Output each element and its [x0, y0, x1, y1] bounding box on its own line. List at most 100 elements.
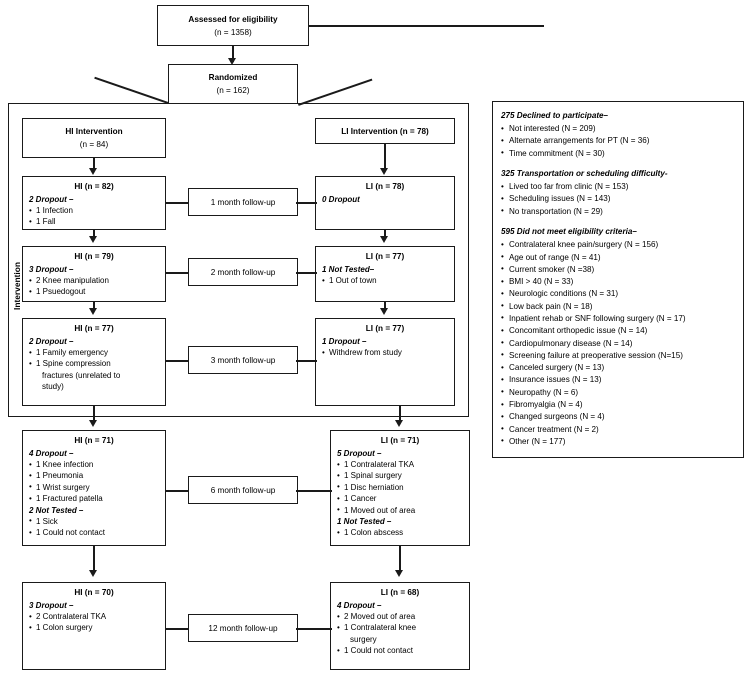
list-item: 1 Spinal surgery	[337, 470, 463, 482]
followup-3-label: 3 month follow-up	[210, 355, 276, 365]
hi-stage-3-title: HI (n = 77)	[74, 324, 114, 333]
list-item-continuation: surgery	[350, 634, 377, 644]
followup-box-5: 12 month follow-up	[188, 614, 298, 642]
list-item: 1 Colon abscess	[337, 527, 463, 539]
connector-hi-4-5	[93, 546, 95, 572]
list-item: Contralateral knee pain/surgery (N = 156…	[501, 239, 736, 252]
link-followup-3-to-li	[296, 360, 317, 362]
connector-li-4-5	[399, 546, 401, 572]
hi-stage-box-3: HI (n = 77) 2 Dropout – 1 Family emergen…	[22, 318, 166, 406]
intervention-vertical-label: Intervention	[12, 262, 22, 310]
connector-assessed-to-randomized	[232, 46, 234, 62]
list-item: Canceled surgery (N = 13)	[501, 362, 736, 375]
hi-stage-4-group-0-heading: 4 Dropout –	[29, 448, 74, 458]
hi-stage-2-title: HI (n = 79)	[74, 252, 114, 261]
hi-stage-4-group-1-heading: 2 Not Tested –	[29, 505, 84, 515]
arrow-hi-header-to-stage1	[89, 168, 97, 175]
list-item: 1 Fall	[29, 216, 159, 228]
exclusion-group-1-list: Lived too far from clinic (N = 153) Sche…	[501, 181, 736, 218]
list-item: 1 Infection	[29, 205, 159, 217]
connector-randomized-to-hi	[94, 77, 169, 104]
list-item: Other (N = 177)	[501, 435, 736, 448]
list-item: Low back pain (N = 18)	[501, 300, 736, 313]
followup-box-2: 2 month follow-up	[188, 258, 298, 286]
exclusion-divider-1	[501, 218, 736, 226]
list-item: Fibromyalgia (N = 4)	[501, 399, 736, 412]
list-item: 1 Pneumonia	[29, 470, 159, 482]
list-item: 1 Could not contact	[29, 527, 159, 539]
list-item: 2 Knee manipulation	[29, 275, 159, 287]
list-item: 1 Moved out of area	[337, 504, 463, 516]
hi-stage-box-1: HI (n = 82) 2 Dropout – 1 Infection 1 Fa…	[22, 176, 166, 230]
list-item: Concomitant orthopedic issue (N = 14)	[501, 325, 736, 338]
list-item: Current smoker (N =38)	[501, 263, 736, 276]
li-stage-box-1: LI (n = 78) 0 Dropout	[315, 176, 455, 230]
arrow-hi-1-2	[89, 236, 97, 243]
followup-5-label: 12 month follow-up	[208, 623, 278, 633]
list-item: Not interested (N = 209)	[501, 123, 736, 136]
list-item: Scheduling issues (N = 143)	[501, 193, 736, 206]
arrow-li-2-3	[380, 308, 388, 315]
link-followup-5-to-li	[296, 628, 332, 630]
li-stage-4-group-1-list: 1 Colon abscess	[337, 527, 463, 539]
list-item: Neuropathy (N = 6)	[501, 386, 736, 399]
list-item: Screening failure at preoperative sessio…	[501, 349, 736, 362]
li-stage-1-group-0-heading: 0 Dropout	[322, 194, 360, 204]
li-stage-4-group-0-heading: 5 Dropout –	[337, 448, 382, 458]
connector-assessed-to-exclusions	[309, 25, 544, 27]
arrow-hi-4-5	[89, 570, 97, 577]
assessed-for-eligibility-box: Assessed for eligibility (n = 1358)	[157, 5, 309, 46]
list-item: 1 Cancer	[337, 493, 463, 505]
assessed-title: Assessed for eligibility	[188, 15, 278, 24]
list-item: 2 Contralateral TKA	[29, 611, 159, 623]
link-followup-2-to-li	[296, 272, 317, 274]
link-hi-to-followup-4	[166, 490, 190, 492]
hi-stage-5-group-0-heading: 3 Dropout –	[29, 600, 74, 610]
assessed-count: (n = 1358)	[214, 27, 252, 37]
list-item: No transportation (N = 29)	[501, 205, 736, 218]
hi-stage-box-2: HI (n = 79) 3 Dropout – 2 Knee manipulat…	[22, 246, 166, 302]
list-item: Withdrew from study	[322, 347, 448, 359]
li-stage-4-group-1-heading: 1 Not Tested –	[337, 516, 392, 526]
connector-li-1-2	[384, 230, 386, 239]
link-hi-to-followup-1	[166, 202, 190, 204]
exclusion-group-0-heading: 275 Declined to participate–	[501, 111, 609, 120]
list-item: 1 Contralateral TKA	[337, 459, 463, 471]
list-item: Cancer treatment (N = 2)	[501, 423, 736, 436]
li-stage-3-group-0-list: Withdrew from study	[322, 347, 448, 359]
arrow-li-header-to-stage1	[380, 168, 388, 175]
list-item: Alternate arrangements for PT (N = 36)	[501, 135, 736, 148]
li-stage-4-group-0-list: 1 Contralateral TKA 1 Spinal surgery 1 D…	[337, 459, 463, 516]
li-stage-5-title: LI (n = 68)	[380, 588, 420, 597]
hi-intervention-header-box: HI Intervention (n = 84)	[22, 118, 166, 158]
hi-stage-1-group-0-heading: 2 Dropout –	[29, 194, 74, 204]
arrow-li-3-4	[395, 420, 403, 427]
connector-li-2-3	[384, 302, 386, 311]
hi-stage-4-title: HI (n = 71)	[74, 436, 114, 445]
hi-header-count: (n = 84)	[79, 139, 109, 149]
li-stage-2-title: LI (n = 77)	[365, 252, 405, 261]
followup-box-3: 3 month follow-up	[188, 346, 298, 374]
hi-stage-box-5: HI (n = 70) 3 Dropout – 2 Contralateral …	[22, 582, 166, 670]
list-item: 1 Psuedogout	[29, 286, 159, 298]
list-item: 1 Sick	[29, 515, 159, 527]
exclusion-group-2-heading: 595 Did not meet eligibility criteria–	[501, 227, 637, 237]
li-stage-3-title: LI (n = 77)	[365, 324, 405, 333]
hi-stage-2-group-0-list: 2 Knee manipulation 1 Psuedogout	[29, 275, 159, 298]
connector-hi-2-3	[93, 302, 95, 311]
li-stage-3-group-0-heading: 1 Dropout –	[322, 336, 367, 346]
list-item: 1 Could not contact	[337, 645, 463, 657]
li-header-title: LI Intervention (n = 78)	[341, 127, 429, 136]
list-item: Inpatient rehab or SNF following surgery…	[501, 312, 736, 325]
randomized-title: Randomized	[208, 73, 258, 82]
connector-li-3-4	[399, 406, 401, 422]
li-stage-box-2: LI (n = 77) 1 Not Tested– 1 Out of town	[315, 246, 455, 302]
hi-stage-5-group-0-list: 2 Contralateral TKA 1 Colon surgery	[29, 611, 159, 634]
li-stage-2-group-0-list: 1 Out of town	[322, 275, 448, 287]
exclusion-group-2-list: Contralateral knee pain/surgery (N = 156…	[501, 239, 736, 448]
connector-hi-1-2	[93, 230, 95, 239]
list-item: BMI > 40 (N = 33)	[501, 276, 736, 289]
list-item: 1 Spine compression	[29, 358, 159, 370]
list-item: Changed surgeons (N = 4)	[501, 411, 736, 424]
